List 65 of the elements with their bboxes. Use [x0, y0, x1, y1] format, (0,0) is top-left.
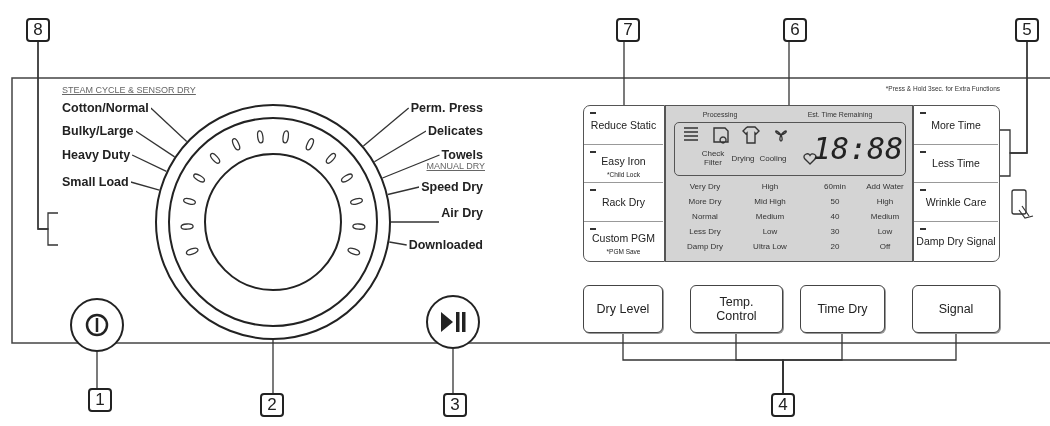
option-button-panel	[913, 105, 1000, 262]
option-button-panel	[583, 105, 665, 262]
display-setting: 30	[830, 227, 840, 237]
display-setting: Low	[762, 227, 778, 237]
display-panel	[665, 105, 913, 262]
control-button: Time Dry	[800, 285, 885, 333]
leader-line	[388, 241, 408, 246]
display-setting: Mid High	[754, 197, 786, 207]
option-button: Reduce Static	[584, 106, 663, 145]
callout-number: 2	[260, 393, 284, 417]
display-setting: Add Water	[866, 182, 904, 192]
icon-caption: Cooling	[758, 154, 788, 164]
callout-number: 1	[88, 388, 112, 412]
control-button: Temp. Control	[690, 285, 783, 333]
control-button: Dry Level	[583, 285, 663, 333]
display-setting: 40	[830, 212, 840, 222]
leader-line	[130, 181, 161, 191]
callout-number: 3	[443, 393, 467, 417]
option-button: Wrinkle Care	[914, 183, 998, 222]
callout-number: 4	[771, 393, 795, 417]
leader-line	[362, 107, 410, 147]
option-button: Damp Dry Signal	[914, 221, 998, 260]
power-button	[70, 298, 124, 352]
leader-line	[390, 221, 440, 223]
section-heading: STEAM CYCLE & SENSOR DRY	[62, 86, 196, 96]
leader-line	[782, 332, 957, 394]
display-setting: Off	[879, 242, 891, 252]
display-setting: More Dry	[688, 197, 722, 207]
display-setting: Medium	[870, 212, 900, 222]
control-button: Signal	[912, 285, 1000, 333]
display-setting: 60min	[824, 182, 846, 192]
callout-number: 8	[26, 18, 50, 42]
display-setting: Low	[877, 227, 893, 237]
display-setting: Medium	[755, 212, 785, 222]
leader-line	[387, 186, 420, 196]
display-setting: High	[761, 182, 779, 192]
leader-line	[150, 107, 188, 143]
display-setting: Normal	[692, 212, 718, 222]
display-setting: Damp Dry	[687, 242, 723, 252]
leader-line	[623, 41, 625, 106]
start-pause-button	[426, 295, 480, 349]
option-button: Rack Dry	[584, 183, 663, 222]
display-setting: 20	[830, 242, 840, 252]
display-setting: Very Dry	[689, 182, 721, 192]
callout-number: 7	[616, 18, 640, 42]
option-button: Less Time	[914, 144, 998, 183]
time-readout: 18:88	[812, 131, 904, 165]
section-heading: MANUAL DRY	[426, 162, 485, 172]
leader-line	[272, 339, 274, 394]
callout-number: 5	[1015, 18, 1039, 42]
display-setting: 50	[830, 197, 840, 207]
leader-line	[96, 351, 98, 389]
leader-line	[134, 130, 176, 158]
option-button: More Time	[914, 106, 998, 145]
icon-caption: Drying	[730, 154, 756, 164]
leader-line	[131, 154, 168, 172]
callout-number: 6	[783, 18, 807, 42]
leader-line	[381, 154, 441, 179]
leader-line	[788, 41, 790, 106]
leader-line	[373, 130, 427, 163]
leader-line	[452, 348, 454, 394]
display-setting: High	[876, 197, 894, 207]
icon-caption: Check Filter	[700, 150, 726, 168]
display-setting: Ultra Low	[753, 242, 787, 252]
display-setting: Less Dry	[689, 227, 721, 237]
